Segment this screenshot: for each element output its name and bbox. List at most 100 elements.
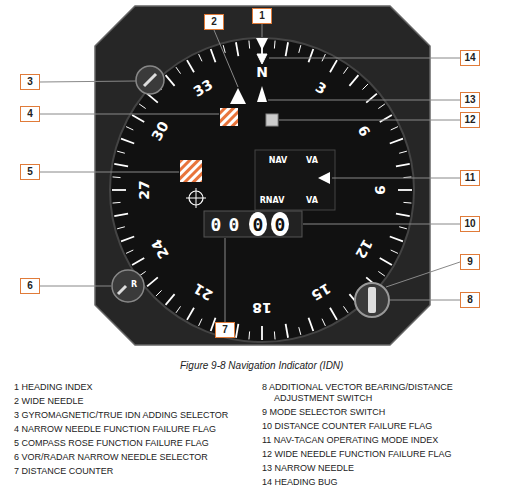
- tick-mark: [399, 227, 407, 229]
- tick-mark: [299, 45, 301, 53]
- callout-box: 12: [460, 112, 480, 128]
- tick-mark: [330, 308, 337, 320]
- tick-mark: [391, 250, 398, 253]
- mode-text: NAV: [269, 156, 288, 165]
- callout-number: 1: [259, 11, 265, 21]
- tick-mark: [114, 214, 128, 216]
- callout-number: 5: [27, 167, 33, 177]
- tick-mark: [366, 94, 377, 103]
- tick-mark: [176, 306, 181, 313]
- tick-mark: [211, 49, 216, 62]
- callout-number: 7: [222, 325, 228, 335]
- tick-mark: [248, 331, 250, 339]
- tick-mark: [330, 60, 337, 72]
- tick-mark: [117, 151, 125, 153]
- distance-counter-window: [204, 211, 302, 237]
- callout-number: 10: [464, 219, 475, 229]
- tick-mark: [236, 42, 238, 56]
- callout-number: 14: [464, 53, 475, 63]
- counter-digit: 0: [211, 214, 222, 235]
- tick-mark: [113, 176, 121, 178]
- tick-mark: [309, 318, 314, 331]
- tick-mark: [286, 42, 288, 56]
- tick-mark: [166, 75, 175, 86]
- wide-needle-flag: [266, 114, 278, 126]
- compass-rose-flag: [180, 160, 202, 182]
- mode-text: RNAV: [260, 196, 285, 205]
- tick-mark: [378, 271, 385, 276]
- callout-number: 3: [27, 77, 33, 87]
- tick-mark: [132, 258, 144, 265]
- callout-box: 14: [460, 50, 480, 66]
- tick-mark: [380, 258, 392, 265]
- tick-mark: [147, 277, 158, 286]
- tick-mark: [403, 202, 411, 204]
- counter-digit: 0: [253, 214, 264, 235]
- legend-item: 3 GYROMAGNETIC/TRUE IDN ADDING SELECTOR: [14, 410, 228, 421]
- callout-number: 9: [467, 257, 473, 267]
- compass-number: 18: [252, 300, 271, 316]
- tick-mark: [391, 127, 398, 130]
- compass-number: N: [256, 64, 268, 80]
- tick-mark: [299, 327, 301, 335]
- knob: [112, 270, 144, 302]
- callout-box: 5: [20, 164, 40, 180]
- legend-item: 1 HEADING INDEX: [14, 382, 93, 393]
- legend-item: 2 WIDE NEEDLE: [14, 396, 84, 407]
- legend-item: 8 ADDITIONAL VECTOR BEARING/DISTANCE ADJ…: [262, 382, 507, 404]
- heading-index: [256, 38, 268, 50]
- tick-mark: [117, 227, 125, 229]
- leader-lines: [40, 24, 460, 322]
- tick-mark: [112, 189, 126, 191]
- knob: [136, 66, 164, 94]
- tick-mark: [156, 290, 162, 296]
- callout-box: 10: [460, 216, 480, 232]
- compass-dial: [110, 38, 414, 342]
- callout-box: 2: [204, 14, 224, 30]
- tick-mark: [396, 214, 410, 216]
- legend-item: 12 WIDE NEEDLE FUNCTION FAILURE FLAG: [262, 449, 507, 460]
- tick-mark: [343, 67, 348, 74]
- figure-caption: Figure 9-8 Navigation Indicator (IDN): [180, 360, 343, 371]
- callout-box: 9: [460, 254, 480, 270]
- heading-bug: [257, 54, 267, 64]
- tick-mark: [322, 319, 325, 326]
- callout-number: 11: [465, 173, 476, 183]
- callout-number: 13: [464, 95, 475, 105]
- legend-item: 6 VOR/RADAR NARROW NEEDLE SELECTOR: [14, 452, 208, 463]
- callout-box: 4: [20, 106, 40, 122]
- tick-mark: [113, 202, 121, 204]
- tick-mark: [380, 115, 392, 122]
- mode-index: [318, 172, 330, 184]
- legend-item: 10 DISTANCE COUNTER FAILURE FLAG: [262, 421, 507, 432]
- tick-mark: [132, 115, 144, 122]
- tick-mark: [248, 41, 250, 49]
- callout-number: 4: [27, 109, 33, 119]
- tick-mark: [199, 54, 202, 61]
- compass-ticks: [112, 40, 412, 340]
- tick-mark: [236, 324, 238, 338]
- narrow-needle-flag: [220, 108, 238, 126]
- legend-item: 11 NAV-TACAN OPERATING MODE INDEX: [262, 435, 507, 446]
- tick-mark: [378, 104, 385, 109]
- tick-mark: [126, 127, 133, 130]
- tick-mark: [121, 237, 134, 242]
- tick-mark: [139, 104, 146, 109]
- selector-letter: R: [131, 280, 137, 289]
- callout-box: 8: [460, 292, 480, 308]
- legend-item: 13 NARROW NEEDLE: [262, 463, 507, 474]
- tick-mark: [349, 75, 358, 86]
- tick-mark: [399, 151, 407, 153]
- tick-mark: [176, 67, 181, 74]
- tick-mark: [274, 41, 276, 49]
- tick-mark: [390, 139, 403, 144]
- tick-mark: [114, 164, 128, 166]
- tick-mark: [121, 139, 134, 144]
- counter-drum: [249, 212, 267, 236]
- counter-digit: 0: [275, 214, 286, 235]
- wide-needle: [230, 88, 246, 104]
- tick-mark: [126, 250, 133, 253]
- legend-item: 14 HEADING BUG: [262, 477, 507, 488]
- legend-item: 9 MODE SELECTOR SWITCH: [262, 407, 507, 418]
